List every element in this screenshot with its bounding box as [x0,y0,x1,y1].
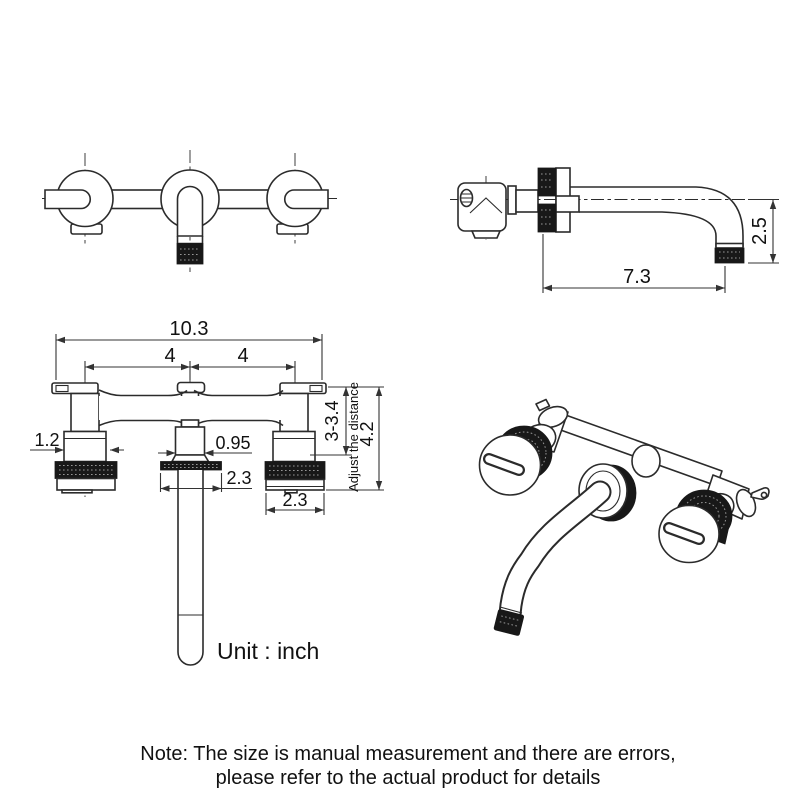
front-view [42,150,337,272]
knurled-flange-bottom [537,203,557,233]
left-collar [63,430,107,463]
joint-ring [507,185,517,215]
dim-handle-valve-width-label: 1.2 [34,430,59,450]
dimensioned-top-view: 10.3 4 4 1.2 0.95 [30,318,384,666]
dim-adjust-note-label: Adjust the distance [346,382,361,492]
left-escutcheon [56,477,116,491]
valve-outlet [470,230,502,239]
dim-adjust-range: 3-3.4 Adjust the distance [310,382,384,492]
right-flange-tab [309,384,323,393]
right-lever-eyelet [760,491,768,499]
center-cap [176,381,206,394]
dim-spout-tip-height-label: 2.5 [749,217,771,245]
center-knurled-disc [160,461,222,471]
dim-spout-flange-width: 2.3 [159,468,252,492]
right-handle-grip [283,189,329,210]
right-escutcheon [265,478,325,491]
perspective-aerator [493,609,525,636]
flange-stub [555,195,580,213]
spout-tip-joint-line [499,606,523,614]
aerator-side [714,247,745,264]
dim-overall-depth-label: 4.2 [357,421,377,446]
dim-spout-valve-width: 0.95 [158,433,252,457]
connector [515,189,539,213]
dim-overall-width: 10.3 [55,318,323,380]
left-valve-body [70,392,100,433]
dim-overall-depth: 4.2 [357,387,383,490]
right-valve-lower [264,430,326,494]
aerator-front [176,243,204,265]
perspective-spout [500,482,610,624]
dim-overall-width-label: 10.3 [170,318,209,340]
dim-left-spacing-label: 4 [164,345,175,367]
dim-adjust-range-label: 3-3.4 [322,400,342,441]
dim-center-spacings: 4 4 [84,345,296,380]
dim-handle-flange-width: 2.3 [265,490,325,515]
right-valve-unit [279,382,327,433]
spout-neck-front [176,185,204,237]
dim-spout-reach: 7.3 [542,234,726,293]
left-valve-cap [537,405,569,429]
dim-right-spacing-label: 4 [237,345,248,367]
right-handle-slot [665,524,703,543]
note-line-2: please refer to the actual product for d… [216,767,601,789]
perspective-view [478,398,770,636]
aerator-ring [715,242,744,249]
center-rear-cylinder [631,444,661,478]
spout-side-view: 7.3 2.5 [450,167,779,293]
connecting-tube [98,389,284,427]
left-valve-screw [535,398,551,412]
center-stem [174,426,206,456]
center-flare [170,454,210,463]
spout-tube [570,186,744,247]
unit-label: Unit : inch [217,638,319,664]
left-escutcheon-lip [61,489,93,494]
dim-handle-flange-width-label: 2.3 [282,490,307,510]
left-valve-lower [54,430,118,494]
dim-spout-valve-width-label: 0.95 [215,433,250,453]
dim-handle-valve-width: 1.2 [30,430,124,454]
knurled-flange-top [537,167,557,197]
center-neck-lower [180,419,200,428]
dim-spout-flange-width-label: 2.3 [226,468,251,488]
left-handle-grip [44,189,92,210]
center-spout-lower [160,419,222,666]
note-block: Note: The size is manual measurement and… [140,743,675,789]
valve-cone [469,197,503,214]
right-valve-body [279,392,309,433]
left-handle-slot [485,455,523,474]
dim-spout-reach-label: 7.3 [623,266,651,288]
left-flange-tab [55,384,69,393]
note-line-1: Note: The size is manual measurement and… [140,743,675,765]
spout-down-tube [177,470,204,666]
right-escutcheon-lip [284,489,298,494]
right-collar [272,430,316,463]
dim-spout-tip-height: 2.5 [748,198,779,264]
left-valve-unit [51,382,100,433]
